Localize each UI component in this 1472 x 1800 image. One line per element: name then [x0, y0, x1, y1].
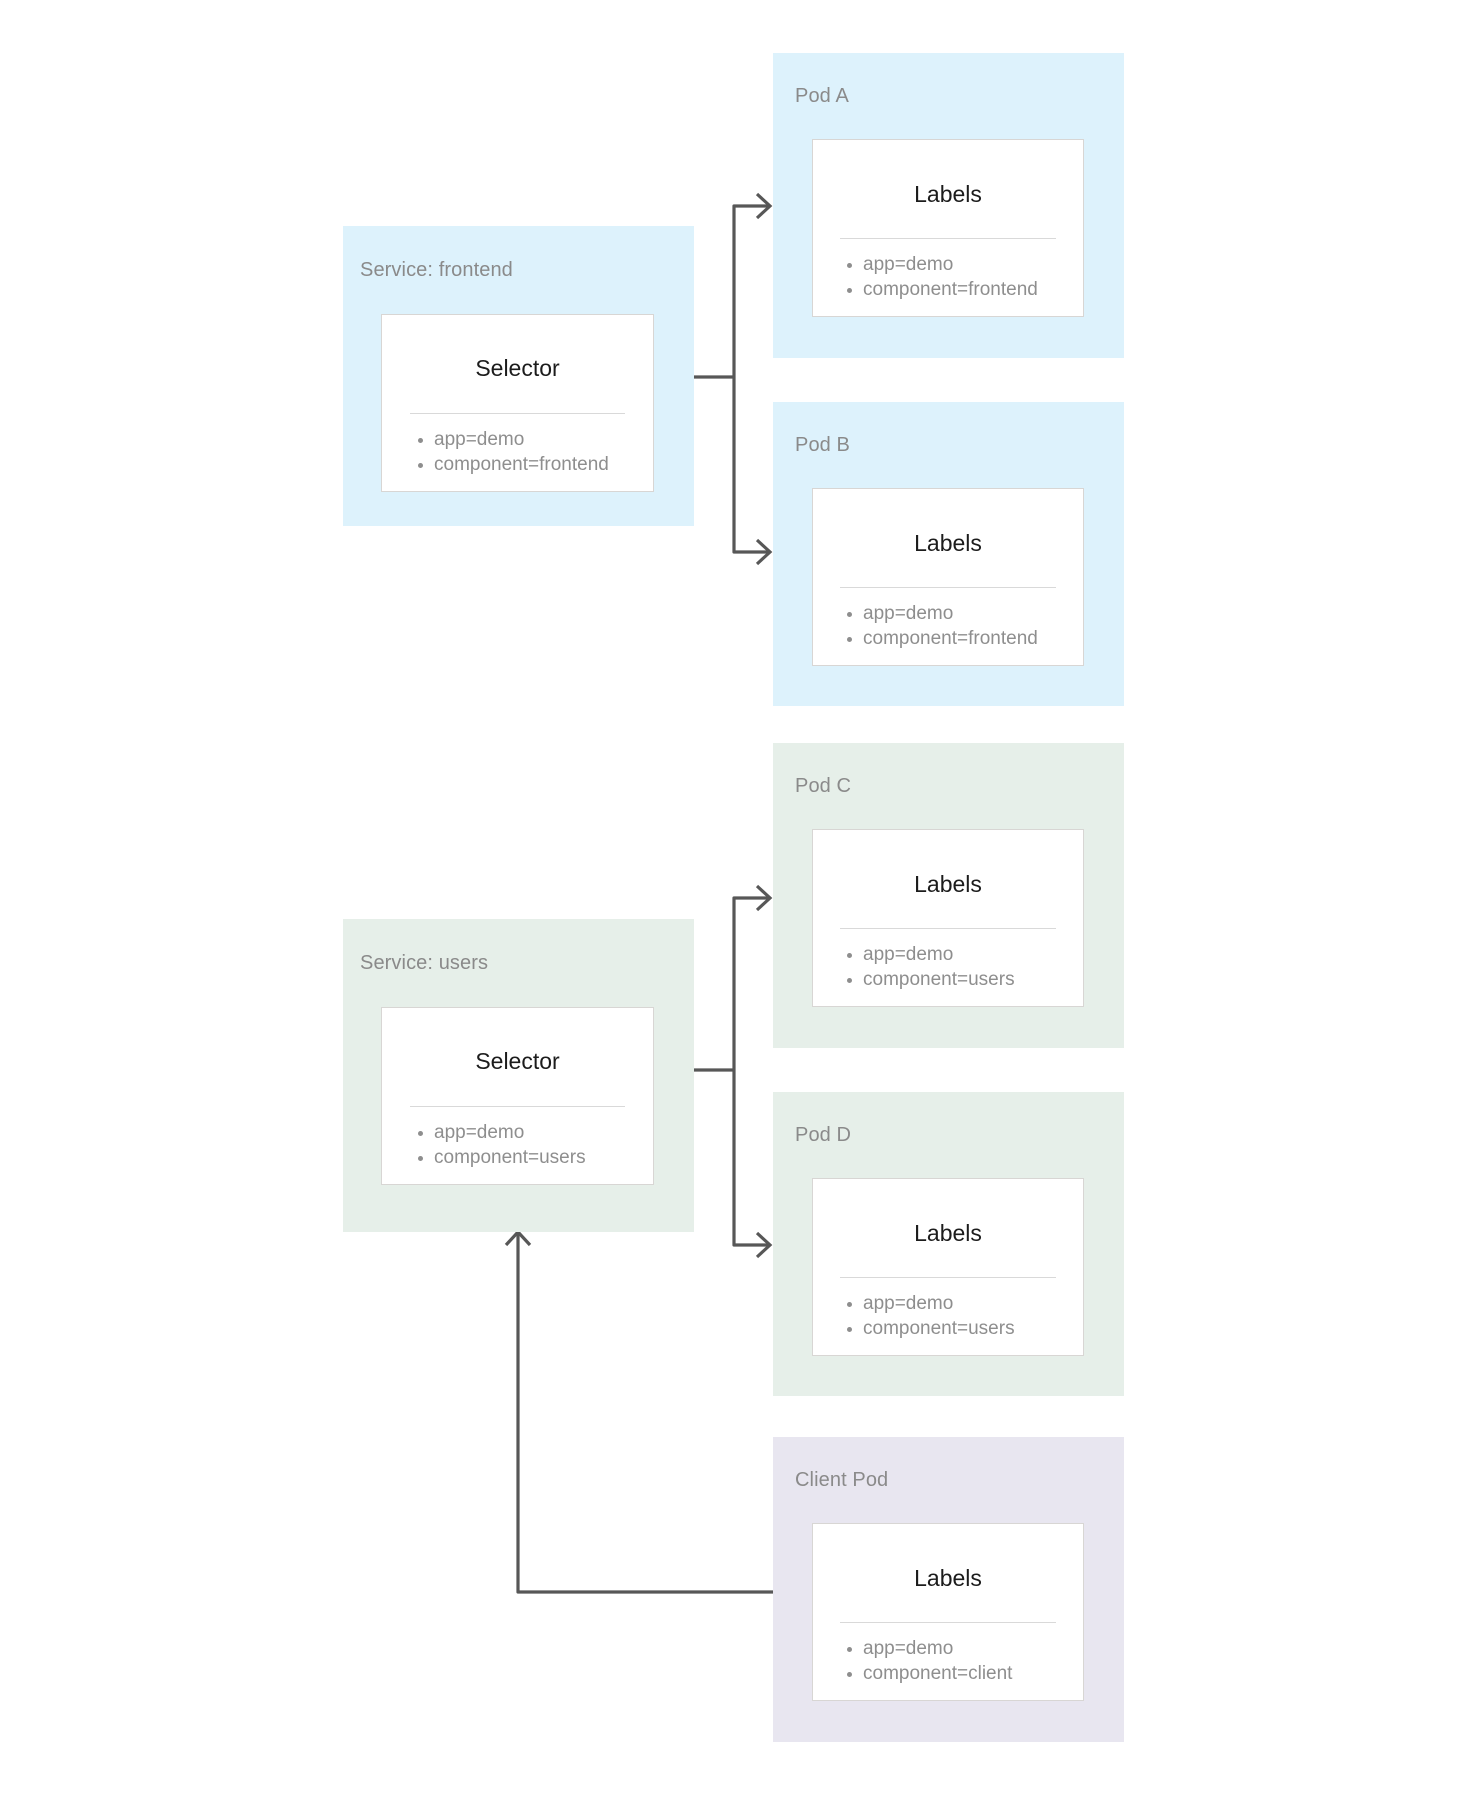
- pod-b-box[interactable]: Pod B Labels app=demo component=frontend: [773, 402, 1124, 706]
- card-divider: [410, 413, 625, 414]
- pod-c-labels-card[interactable]: Labels app=demo component=users: [812, 829, 1084, 1007]
- card-divider: [410, 1106, 625, 1107]
- selector-label-item: component=frontend: [416, 452, 653, 477]
- client-pod-label-list: app=demo component=client: [845, 1636, 1083, 1686]
- pod-a-label: Pod A: [795, 85, 849, 107]
- arrowhead-pod-b: [755, 538, 773, 566]
- pod-b-label: Pod B: [795, 434, 850, 456]
- pod-label-item: app=demo: [845, 1636, 1083, 1661]
- pod-c-box[interactable]: Pod C Labels app=demo component=users: [773, 743, 1124, 1048]
- connector-users-to-pod-d: [732, 1070, 770, 1247]
- pod-d-label: Pod D: [795, 1124, 852, 1146]
- labels-card-title: Labels: [914, 181, 982, 207]
- pod-label-item: app=demo: [845, 601, 1083, 626]
- pod-d-label-list: app=demo component=users: [845, 1291, 1083, 1341]
- connector-users-to-pod-c: [732, 896, 770, 1070]
- selector-label-list: app=demo component=users: [416, 1120, 653, 1170]
- labels-card-title: Labels: [914, 1220, 982, 1246]
- client-pod-label: Client Pod: [795, 1469, 889, 1491]
- service-users-label: Service: users: [360, 952, 489, 974]
- selector-label-item: app=demo: [416, 1120, 653, 1145]
- selector-card-title: Selector: [475, 1048, 560, 1074]
- pod-a-label-list: app=demo component=frontend: [845, 252, 1083, 302]
- connector-frontend-to-pod-a: [732, 204, 770, 377]
- pod-label-item: component=frontend: [845, 626, 1083, 651]
- selector-label-item: app=demo: [416, 427, 653, 452]
- labels-card-title: Labels: [914, 1565, 982, 1591]
- arrowhead-pod-d: [755, 1231, 773, 1259]
- pod-a-labels-card[interactable]: Labels app=demo component=frontend: [812, 139, 1084, 317]
- card-divider: [840, 238, 1056, 239]
- service-frontend-selector-card[interactable]: Selector app=demo component=frontend: [381, 314, 654, 492]
- pod-b-labels-card[interactable]: Labels app=demo component=frontend: [812, 488, 1084, 666]
- pod-d-labels-card[interactable]: Labels app=demo component=users: [812, 1178, 1084, 1356]
- card-divider: [840, 928, 1056, 929]
- card-divider: [840, 1277, 1056, 1278]
- pod-label-item: component=users: [845, 967, 1083, 992]
- pod-label-item: app=demo: [845, 252, 1083, 277]
- pod-a-box[interactable]: Pod A Labels app=demo component=frontend: [773, 53, 1124, 358]
- labels-card-title: Labels: [914, 530, 982, 556]
- pod-label-item: component=client: [845, 1661, 1083, 1686]
- pod-label-item: app=demo: [845, 1291, 1083, 1316]
- connector-frontend-to-pod-b: [732, 377, 770, 554]
- client-pod-box[interactable]: Client Pod Labels app=demo component=cli…: [773, 1437, 1124, 1742]
- selector-label-item: component=users: [416, 1145, 653, 1170]
- service-users-box[interactable]: Service: users Selector app=demo compone…: [343, 919, 694, 1232]
- pod-c-label: Pod C: [795, 775, 852, 797]
- card-divider: [840, 587, 1056, 588]
- arrowhead-pod-a: [755, 192, 773, 220]
- card-divider: [840, 1622, 1056, 1623]
- arrowhead-users-service: [504, 1229, 532, 1247]
- pod-d-box[interactable]: Pod D Labels app=demo component=users: [773, 1092, 1124, 1396]
- arrowhead-pod-c: [755, 884, 773, 912]
- selector-card-title: Selector: [475, 355, 560, 381]
- selector-label-list: app=demo component=frontend: [416, 427, 653, 477]
- service-users-selector-card[interactable]: Selector app=demo component=users: [381, 1007, 654, 1185]
- pod-label-item: component=frontend: [845, 277, 1083, 302]
- pod-label-item: app=demo: [845, 942, 1083, 967]
- connector-client-to-users: [516, 1232, 773, 1594]
- pod-c-label-list: app=demo component=users: [845, 942, 1083, 992]
- service-frontend-box[interactable]: Service: frontend Selector app=demo comp…: [343, 226, 694, 526]
- service-frontend-label: Service: frontend: [360, 259, 513, 281]
- client-pod-labels-card[interactable]: Labels app=demo component=client: [812, 1523, 1084, 1701]
- labels-card-title: Labels: [914, 871, 982, 897]
- pod-label-item: component=users: [845, 1316, 1083, 1341]
- pod-b-label-list: app=demo component=frontend: [845, 601, 1083, 651]
